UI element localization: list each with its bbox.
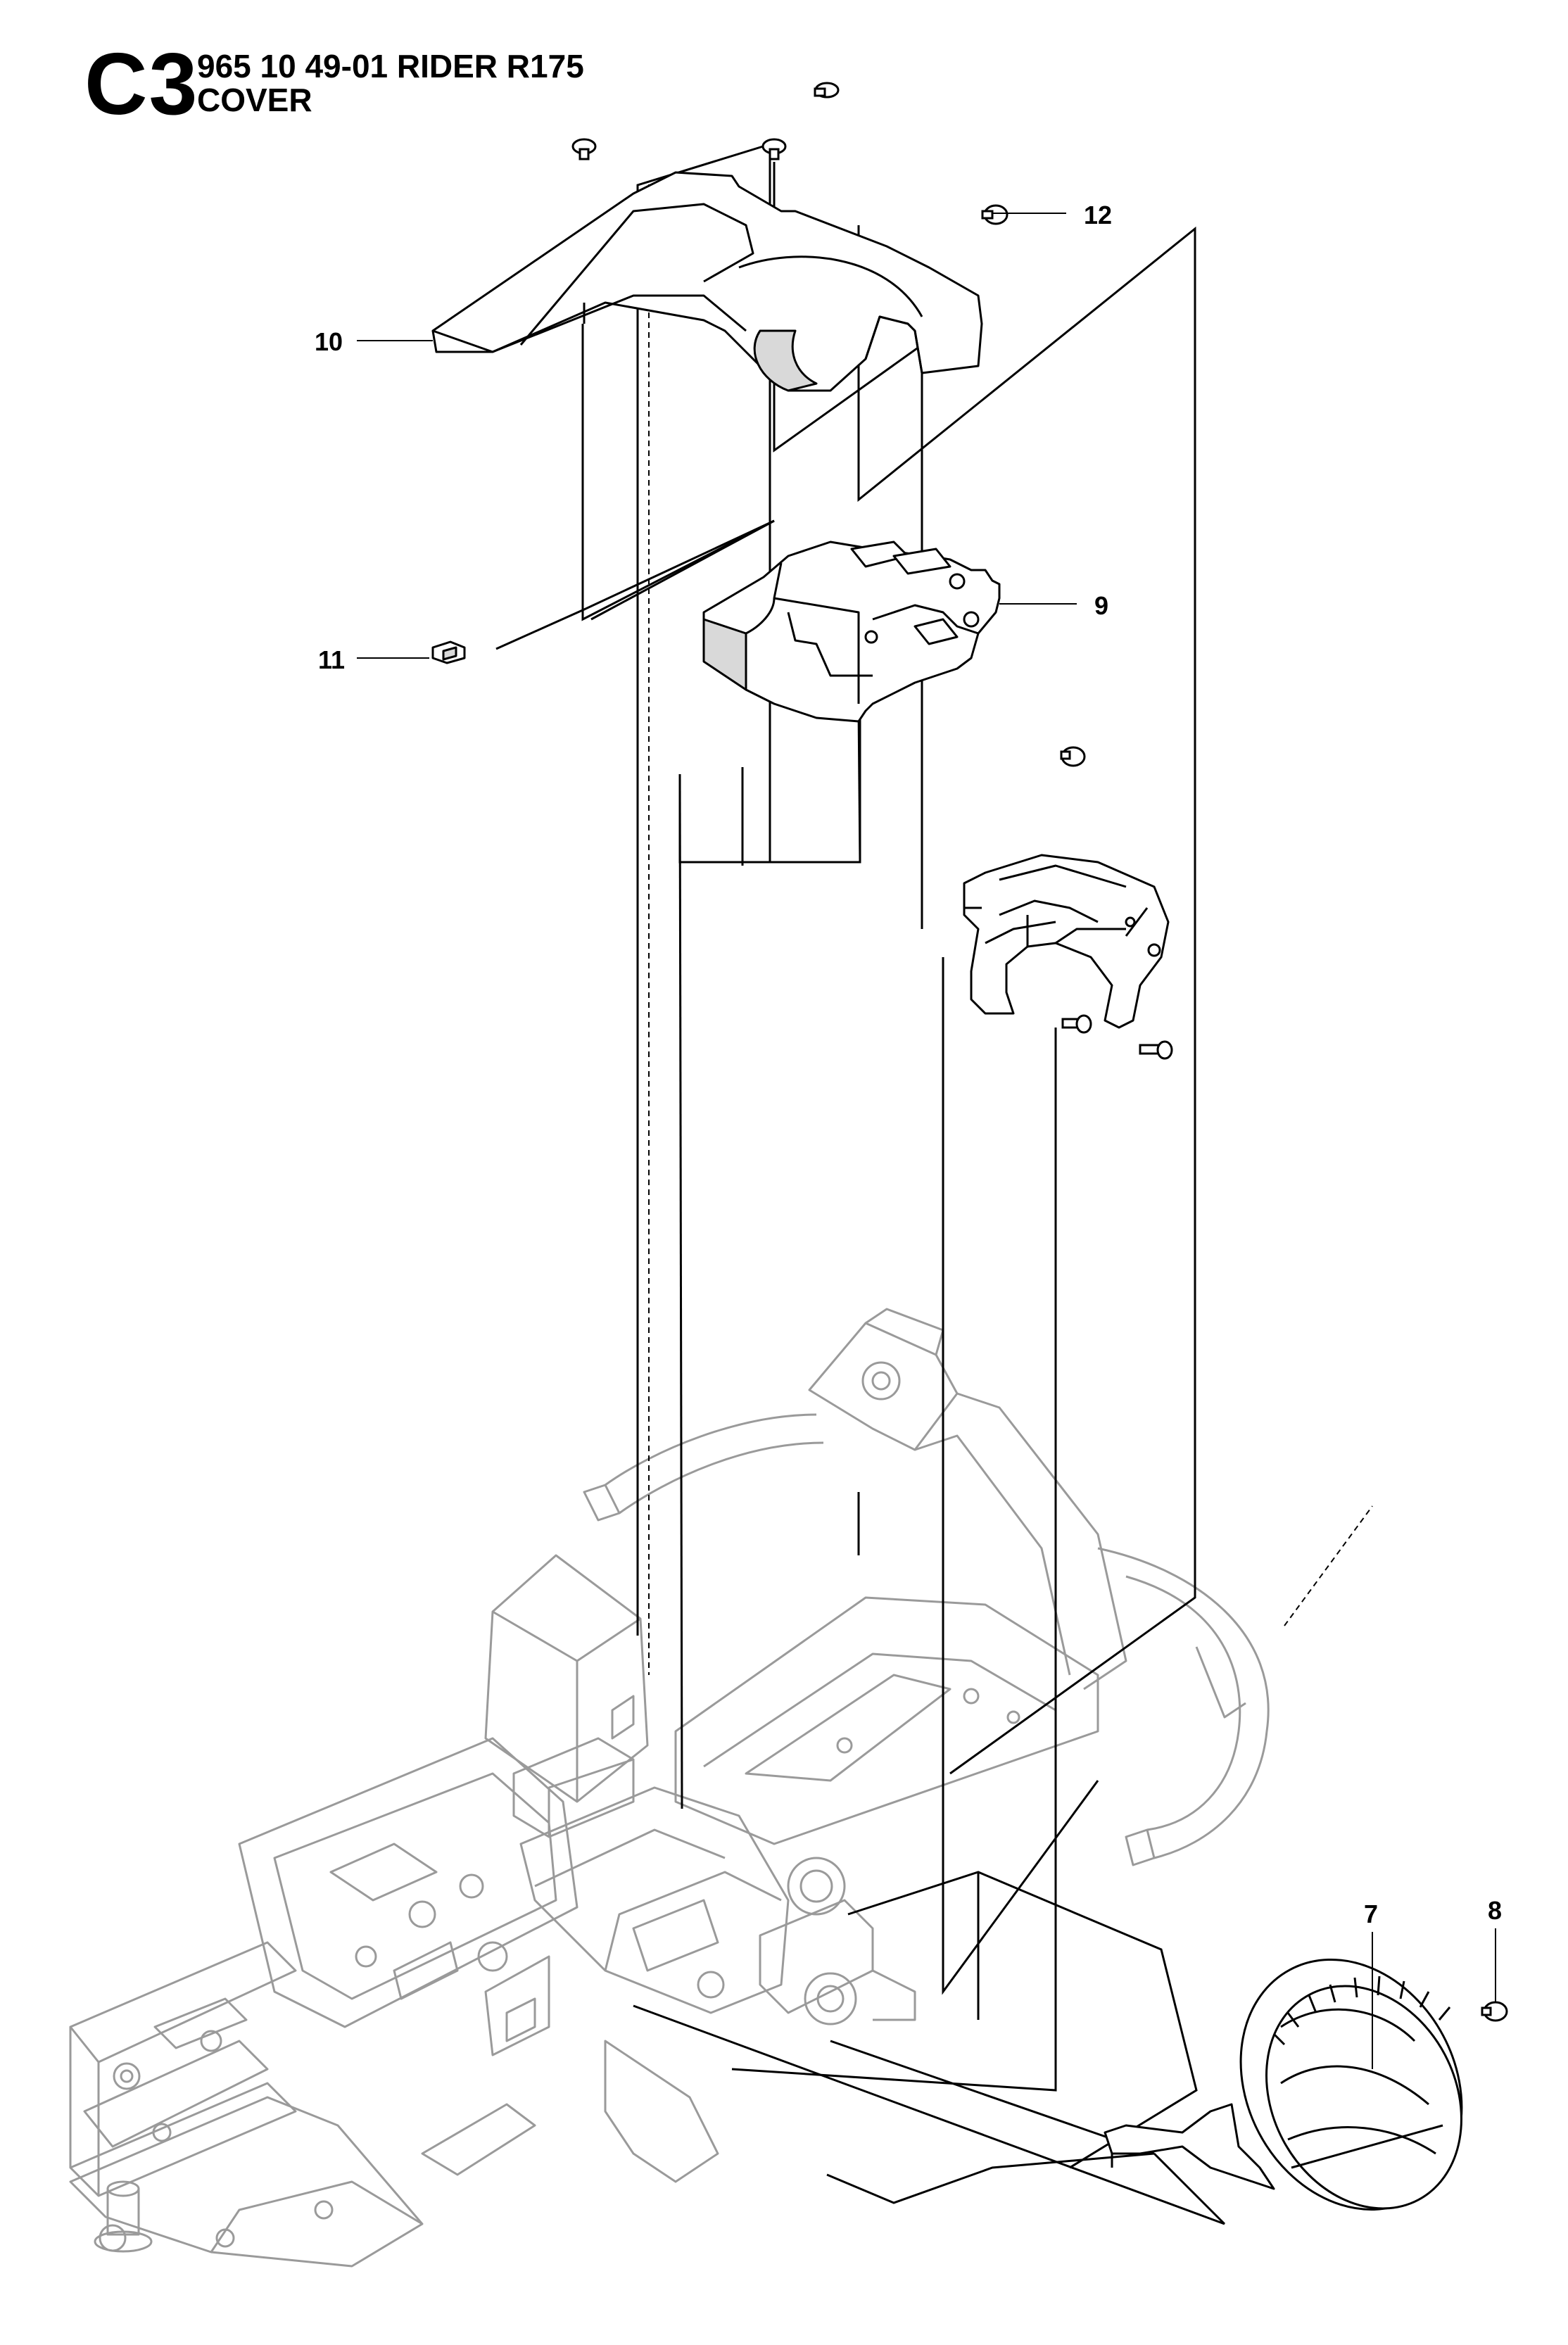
screw-top-far bbox=[814, 82, 840, 99]
screw-top-right bbox=[761, 138, 787, 160]
screw-middle bbox=[1060, 746, 1086, 767]
callout-11: 11 bbox=[318, 645, 345, 674]
part-12-screw bbox=[981, 204, 1009, 225]
bolt-guard-right bbox=[1139, 1040, 1173, 1060]
screw-top-left bbox=[571, 138, 597, 160]
callout-8: 8 bbox=[1488, 1896, 1502, 1925]
bolt-guard-left bbox=[1061, 1014, 1092, 1034]
part-9-middle-cover bbox=[702, 541, 1001, 723]
chassis-frame-drawing bbox=[69, 1308, 1270, 2268]
callout-10: 10 bbox=[315, 327, 343, 356]
part-8-screw bbox=[1481, 2001, 1508, 2022]
callout-9: 9 bbox=[1094, 591, 1108, 620]
fasteners bbox=[571, 82, 1508, 2022]
section-code: C3 bbox=[84, 36, 199, 133]
lower-guard bbox=[963, 854, 1170, 1029]
diagram-title: 965 10 49-01 RIDER R175 bbox=[197, 48, 584, 84]
diagram-subtitle: COVER bbox=[197, 82, 312, 118]
callouts: 10 12 9 11 7 8 bbox=[315, 201, 1502, 2069]
assembly-lines bbox=[495, 142, 1226, 2225]
part-11-clip bbox=[431, 640, 466, 664]
part-7-side-cap bbox=[1104, 1958, 1463, 2211]
part-10-top-cover bbox=[431, 171, 983, 392]
part-7-vents bbox=[1272, 1976, 1451, 2046]
callout-7: 7 bbox=[1364, 1900, 1378, 1928]
alignment-dashes bbox=[648, 184, 1373, 1675]
callout-12: 12 bbox=[1084, 201, 1112, 229]
